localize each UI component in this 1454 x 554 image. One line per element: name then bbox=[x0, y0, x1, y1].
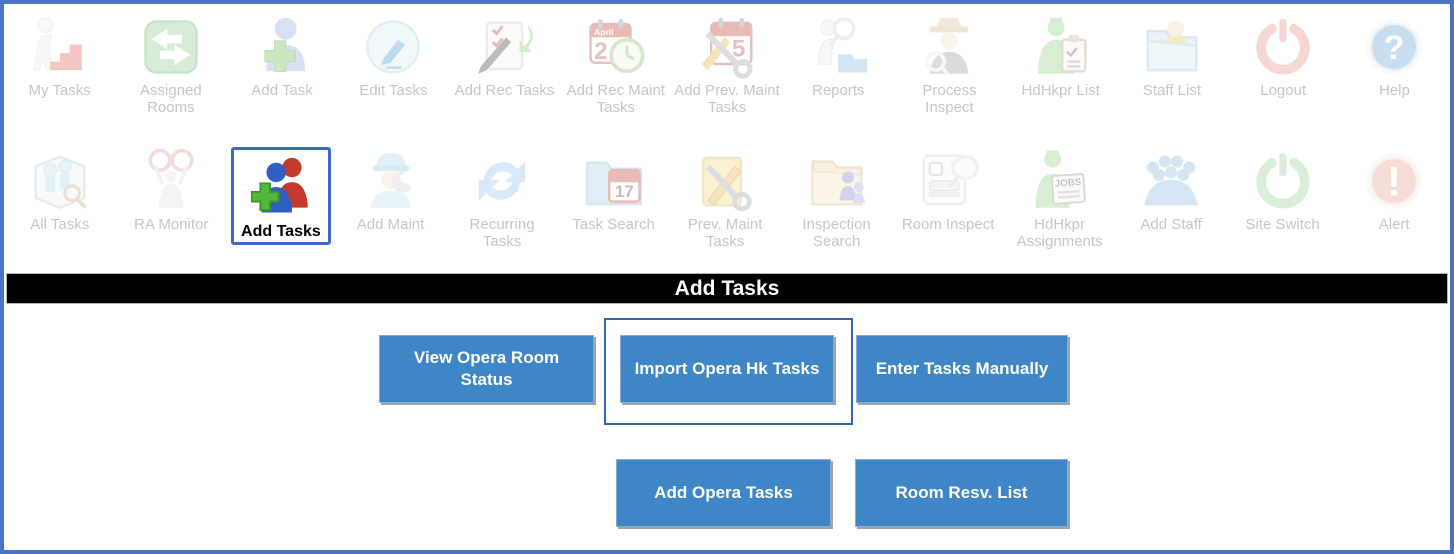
toolbar-item-inspection-search[interactable]: Inspection Search bbox=[781, 147, 893, 251]
toolbar-item-label: Edit Tasks bbox=[359, 82, 428, 99]
svg-text:2: 2 bbox=[594, 38, 608, 65]
add-prev-maint-tasks-icon: 5 bbox=[693, 13, 761, 81]
hdhkpr-list-icon bbox=[1027, 13, 1095, 81]
toolbar-item-add-staff[interactable]: Add Staff bbox=[1115, 147, 1227, 234]
svg-text:?: ? bbox=[1384, 29, 1405, 67]
staff-list-icon bbox=[1138, 13, 1206, 81]
ra-monitor-icon bbox=[137, 147, 205, 215]
site-switch-icon bbox=[1249, 147, 1317, 215]
toolbar-item-label: Inspection Search bbox=[802, 216, 871, 250]
add-opera-tasks-button[interactable]: Add Opera Tasks bbox=[616, 459, 831, 527]
room-resv-list-button[interactable]: Room Resv. List bbox=[855, 459, 1068, 527]
toolbar-item-label: Add Task bbox=[251, 82, 313, 99]
view-opera-room-status-button[interactable]: View Opera Room Status bbox=[379, 335, 594, 403]
toolbar-item-label: Add Maint bbox=[356, 216, 425, 233]
svg-text:17: 17 bbox=[614, 182, 633, 201]
reports-icon bbox=[804, 13, 872, 81]
toolbar-item-label: All Tasks bbox=[30, 216, 90, 233]
svg-text:!: ! bbox=[1387, 159, 1401, 205]
recurring-tasks-icon bbox=[468, 147, 536, 215]
toolbar-item-label: Reports bbox=[811, 82, 865, 99]
toolbar-item-label: Prev. Maint Tasks bbox=[687, 216, 763, 250]
toolbar-item-site-switch[interactable]: Site Switch bbox=[1227, 147, 1339, 234]
toolbar-item-label: Logout bbox=[1260, 82, 1307, 99]
add-task-icon bbox=[248, 13, 316, 81]
toolbar-item-label: Site Switch bbox=[1245, 216, 1320, 233]
toolbar-item-add-prev-maint-tasks[interactable]: 5 Add Prev. Maint Tasks bbox=[671, 13, 782, 117]
inspection-search-icon bbox=[803, 147, 871, 215]
add-rec-tasks-icon bbox=[471, 13, 539, 81]
alert-icon: ! bbox=[1360, 147, 1428, 215]
toolbar-item-add-tasks[interactable]: Add Tasks bbox=[231, 147, 331, 245]
assigned-rooms-icon bbox=[137, 13, 205, 81]
task-search-icon: 17 bbox=[580, 147, 648, 215]
toolbar-item-label: Task Search bbox=[572, 216, 655, 233]
toolbar-item-room-inspect[interactable]: Room Inspect bbox=[892, 147, 1004, 234]
toolbar-item-add-task[interactable]: Add Task bbox=[226, 13, 337, 100]
add-tasks-icon bbox=[247, 153, 315, 221]
toolbar-item-ra-monitor[interactable]: RA Monitor bbox=[116, 147, 228, 234]
prev-maint-tasks-icon bbox=[691, 147, 759, 215]
import-highlight-box bbox=[604, 318, 853, 425]
svg-text:April: April bbox=[594, 27, 613, 37]
process-inspect-icon bbox=[915, 13, 983, 81]
edit-tasks-icon bbox=[359, 13, 427, 81]
toolbar-row-1: My Tasks Assigned Rooms Add Task Edit Ta… bbox=[4, 4, 1450, 138]
hdhkpr-assignments-icon: JOBS bbox=[1026, 147, 1094, 215]
enter-tasks-manually-button[interactable]: Enter Tasks Manually bbox=[856, 335, 1068, 403]
toolbar-item-help[interactable]: ? Help bbox=[1339, 13, 1450, 100]
my-tasks-icon bbox=[26, 13, 94, 81]
all-tasks-icon bbox=[26, 147, 94, 215]
toolbar-item-hdhkpr-list[interactable]: HdHkpr List bbox=[1005, 13, 1116, 100]
toolbar-item-label: HdHkpr List bbox=[1021, 82, 1100, 99]
toolbar-item-label: Alert bbox=[1378, 216, 1410, 233]
toolbar-item-label: HdHkpr Assignments bbox=[1016, 216, 1103, 250]
toolbar-item-label: Add Prev. Maint Tasks bbox=[674, 82, 780, 116]
toolbar-item-label: My Tasks bbox=[28, 82, 91, 99]
toolbar-item-reports[interactable]: Reports bbox=[783, 13, 894, 100]
toolbar-item-label: Add Tasks bbox=[241, 223, 321, 240]
toolbar-item-label: Assigned Rooms bbox=[139, 82, 202, 116]
room-inspect-icon bbox=[914, 147, 982, 215]
toolbar-item-process-inspect[interactable]: Process Inspect bbox=[894, 13, 1005, 117]
toolbar-item-prev-maint-tasks[interactable]: Prev. Maint Tasks bbox=[669, 147, 781, 251]
toolbar-item-label: Process Inspect bbox=[922, 82, 977, 116]
toolbar-item-label: RA Monitor bbox=[134, 216, 209, 233]
toolbar-item-alert[interactable]: ! Alert bbox=[1338, 147, 1450, 234]
toolbar-item-label: Room Inspect bbox=[901, 216, 995, 233]
toolbar-item-logout[interactable]: Logout bbox=[1228, 13, 1339, 100]
toolbar: My Tasks Assigned Rooms Add Task Edit Ta… bbox=[4, 4, 1450, 272]
page-title: Add Tasks bbox=[6, 273, 1448, 304]
toolbar-item-label: Help bbox=[1379, 82, 1410, 99]
toolbar-item-staff-list[interactable]: Staff List bbox=[1116, 13, 1227, 100]
toolbar-item-edit-tasks[interactable]: Edit Tasks bbox=[338, 13, 449, 100]
add-maint-icon bbox=[357, 147, 425, 215]
toolbar-item-label: Staff List bbox=[1142, 82, 1201, 99]
import-opera-hk-tasks-button[interactable]: Import Opera Hk Tasks bbox=[620, 335, 834, 403]
toolbar-item-label: Add Staff bbox=[1140, 216, 1202, 233]
toolbar-item-assigned-rooms[interactable]: Assigned Rooms bbox=[115, 13, 226, 117]
help-icon: ? bbox=[1360, 13, 1428, 81]
toolbar-item-add-rec-tasks[interactable]: Add Rec Tasks bbox=[449, 13, 560, 100]
toolbar-item-my-tasks[interactable]: My Tasks bbox=[4, 13, 115, 100]
toolbar-item-hdhkpr-assignments[interactable]: JOBS HdHkpr Assignments bbox=[1004, 147, 1116, 251]
svg-text:5: 5 bbox=[732, 36, 746, 63]
toolbar-item-label: Add Rec Tasks bbox=[454, 82, 555, 99]
toolbar-item-recurring-tasks[interactable]: Recurring Tasks bbox=[446, 147, 558, 251]
toolbar-item-task-search[interactable]: 17 Task Search bbox=[558, 147, 670, 234]
toolbar-item-all-tasks[interactable]: All Tasks bbox=[4, 147, 116, 234]
svg-text:JOBS: JOBS bbox=[1054, 177, 1082, 190]
toolbar-item-label: Add Rec Maint Tasks bbox=[566, 82, 665, 116]
content-area: View Opera Room Status Import Opera Hk T… bbox=[4, 304, 1450, 547]
toolbar-row-2: All Tasks RA Monitor Add Tasks Add Maint… bbox=[4, 138, 1450, 272]
toolbar-item-add-maint[interactable]: Add Maint bbox=[335, 147, 447, 234]
logout-icon bbox=[1249, 13, 1317, 81]
add-staff-icon bbox=[1137, 147, 1205, 215]
toolbar-item-label: Recurring Tasks bbox=[469, 216, 535, 250]
